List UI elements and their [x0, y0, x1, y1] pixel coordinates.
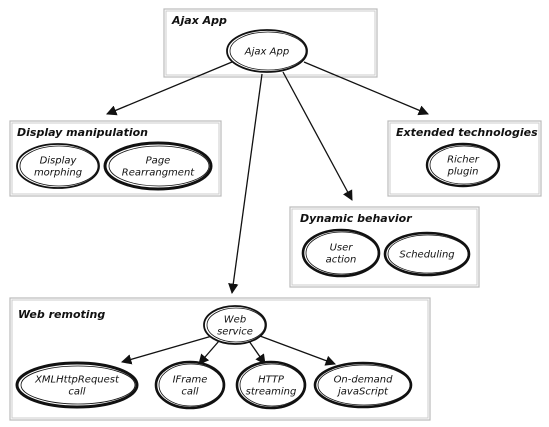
node-label-line: Scheduling [399, 250, 454, 261]
node-label-line: XMLHttpRequest [34, 375, 120, 386]
group-title-extended-technologies: Extended technologies [396, 126, 538, 139]
group-web-remoting: Web remoting [9, 297, 431, 421]
connector-arrows [106, 61, 429, 366]
node-ajax-app: Ajax App [226, 29, 308, 73]
arrow-ajax-to-extended [303, 61, 429, 116]
node-label-line: service [217, 327, 253, 338]
group-title-web-remoting: Web remoting [18, 308, 105, 321]
arrow-web-to-iframe [198, 340, 220, 365]
arrow-ajax-to-dynamic [282, 71, 353, 201]
node-label-scheduling: Scheduling [399, 250, 454, 261]
node-label-line: IFrame [173, 375, 208, 386]
group-display-manipulation: Display manipulation [9, 120, 222, 197]
node-label-line: plugin [447, 167, 479, 178]
node-label-line: morphing [34, 168, 82, 179]
node-label-line: Ajax App [244, 47, 289, 58]
node-label-line: HTTP [258, 375, 285, 386]
group-ajax-app: Ajax App [163, 8, 378, 78]
arrow-ajax-to-display [106, 61, 233, 116]
node-label-line: streaming [246, 387, 297, 398]
arrow-ajax-to-web-remoting [228, 73, 263, 295]
node-label-line: javaScript [336, 387, 389, 398]
arrow-web-to-ondemand [259, 335, 336, 366]
node-label-ajax-app: Ajax App [244, 47, 289, 58]
group-title-display-manipulation: Display manipulation [17, 126, 148, 139]
group-dynamic-behavior: Dynamic behavior [289, 206, 480, 288]
group-extended-technologies: Extended technologies [387, 120, 542, 197]
node-label-line: Page [146, 156, 171, 167]
arrow-web-to-http [248, 340, 266, 365]
node-label-line: Richer [447, 155, 480, 166]
node-label-line: On-demand [334, 375, 394, 386]
arrow-web-to-xmlhttp [121, 335, 213, 365]
node-label-line: call [181, 387, 198, 398]
group-title-dynamic-behavior: Dynamic behavior [300, 212, 412, 225]
node-label-line: call [68, 387, 85, 398]
node-label-line: Rearrangment [122, 168, 195, 179]
node-scheduling: Scheduling [383, 231, 471, 277]
node-label-line: User [330, 243, 354, 254]
group-title-ajax-app: Ajax App [171, 14, 227, 27]
node-label-line: action [326, 255, 357, 266]
node-label-line: Display [40, 156, 78, 167]
node-label-line: Web [224, 315, 246, 326]
